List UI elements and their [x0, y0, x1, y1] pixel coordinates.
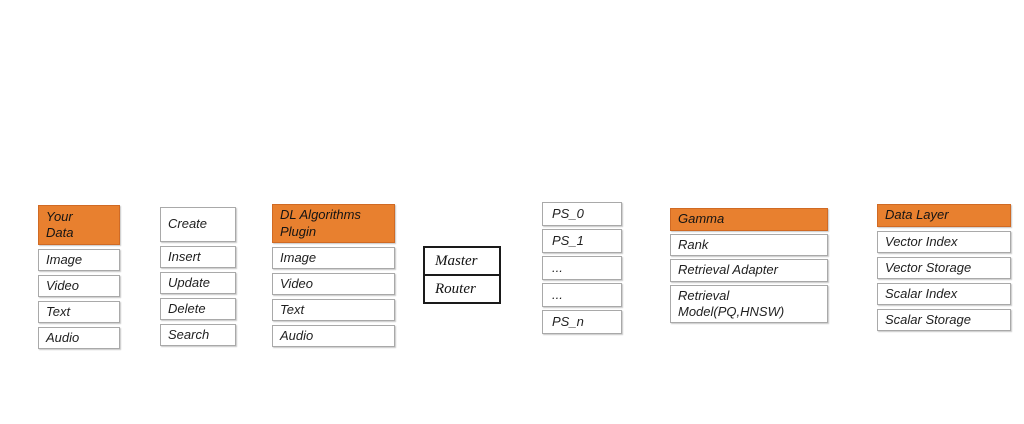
- operations-box: Create Insert Update Delete Search: [160, 207, 236, 346]
- dl-plugin-item-text: Text: [272, 299, 395, 321]
- gamma-item-retrieval-model: Retrieval Model(PQ,HNSW): [670, 285, 828, 323]
- data-layer-item-vector-index: Vector Index: [877, 231, 1011, 253]
- partition-server-ps1: PS_1: [542, 229, 622, 253]
- dl-plugin-item-audio: Audio: [272, 325, 395, 347]
- data-layer-item-scalar-storage: Scalar Storage: [877, 309, 1011, 331]
- dl-plugin-box: DL Algorithms Plugin Image Video Text Au…: [272, 204, 395, 347]
- gamma-box: Gamma Rank Retrieval Adapter Retrieval M…: [670, 208, 828, 323]
- partition-server-psn: PS_n: [542, 310, 622, 334]
- operation-update: Update: [160, 272, 236, 294]
- your-data-header: Your Data: [38, 205, 120, 245]
- partition-server-ellipsis-1: ...: [542, 256, 622, 280]
- data-layer-item-vector-storage: Vector Storage: [877, 257, 1011, 279]
- your-data-item-text: Text: [38, 301, 120, 323]
- operation-delete: Delete: [160, 298, 236, 320]
- dl-plugin-header: DL Algorithms Plugin: [272, 204, 395, 243]
- data-layer-item-scalar-index: Scalar Index: [877, 283, 1011, 305]
- gamma-item-retrieval-adapter: Retrieval Adapter: [670, 259, 828, 282]
- router-row: Router: [425, 274, 499, 302]
- your-data-item-video: Video: [38, 275, 120, 297]
- partition-server-ps0: PS_0: [542, 202, 622, 226]
- data-layer-header: Data Layer: [877, 204, 1011, 227]
- gamma-item-rank: Rank: [670, 234, 828, 256]
- operation-create: Create: [160, 207, 236, 242]
- partition-server-ellipsis-2: ...: [542, 283, 622, 307]
- partition-servers-box: PS_0 PS_1 ... ... PS_n: [542, 202, 622, 334]
- dl-plugin-item-video: Video: [272, 273, 395, 295]
- your-data-box: Your Data Image Video Text Audio: [38, 205, 120, 349]
- gamma-header: Gamma: [670, 208, 828, 231]
- master-row: Master: [435, 252, 478, 269]
- data-layer-box: Data Layer Vector Index Vector Storage S…: [877, 204, 1011, 331]
- operation-insert: Insert: [160, 246, 236, 268]
- master-router-box: Master Router: [423, 246, 501, 304]
- dl-plugin-item-image: Image: [272, 247, 395, 269]
- your-data-item-audio: Audio: [38, 327, 120, 349]
- your-data-item-image: Image: [38, 249, 120, 271]
- operation-search: Search: [160, 324, 236, 346]
